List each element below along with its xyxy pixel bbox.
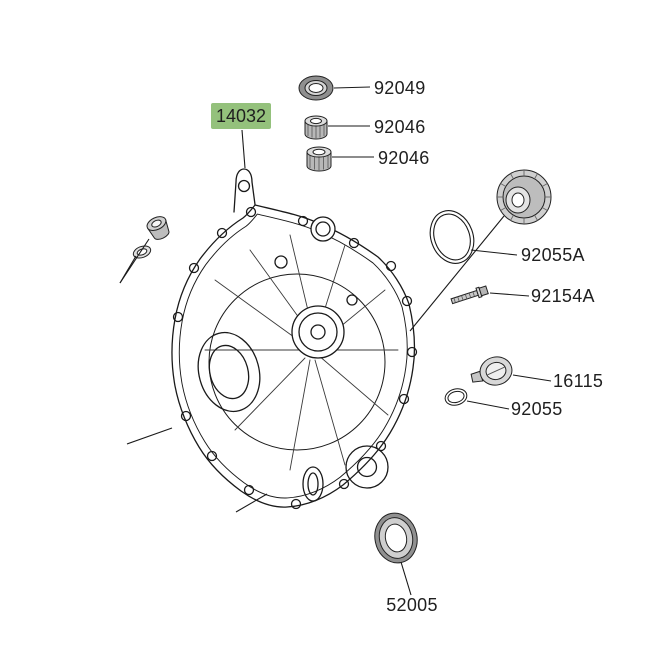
part-label-92154A[interactable]: 92154A bbox=[531, 286, 595, 306]
clutch-cover-drawing bbox=[171, 168, 418, 510]
o-ring-92055A-drawing bbox=[429, 210, 475, 264]
part-label-52005[interactable]: 52005 bbox=[386, 595, 438, 615]
part-label-92055A[interactable]: 92055A bbox=[521, 245, 585, 265]
leader-lines bbox=[119, 86, 552, 596]
left-cap-drawing bbox=[146, 216, 170, 240]
part-label-92046b[interactable]: 92046 bbox=[378, 148, 430, 168]
oil-seal-52005-drawing bbox=[374, 512, 418, 564]
needle-bearing-92046b-drawing bbox=[306, 146, 332, 172]
plug-16115-drawing bbox=[470, 356, 513, 386]
part-label-92046a[interactable]: 92046 bbox=[374, 117, 426, 137]
oil-seal-92049-drawing bbox=[298, 75, 334, 101]
cover-top-tab bbox=[233, 168, 257, 213]
o-ring-92055-drawing bbox=[444, 388, 468, 406]
part-label-14032-highlighted[interactable]: 14032 bbox=[211, 103, 271, 129]
ribbed-cap-drawing bbox=[496, 169, 552, 225]
cover-bolt-holes bbox=[172, 206, 418, 510]
screw-92154A-drawing bbox=[450, 285, 489, 305]
part-label-16115[interactable]: 16115 bbox=[553, 371, 604, 391]
left-washer-drawing bbox=[132, 245, 152, 259]
needle-bearing-92046a-drawing bbox=[304, 115, 328, 140]
part-label-92049[interactable]: 92049 bbox=[374, 78, 426, 98]
part-label-92055[interactable]: 92055 bbox=[511, 399, 563, 419]
